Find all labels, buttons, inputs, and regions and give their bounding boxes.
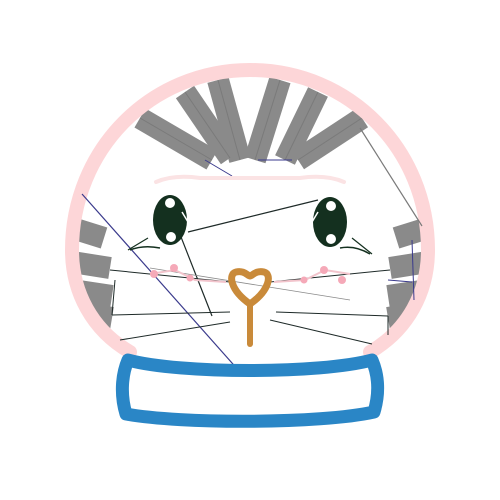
nose-and-mouth <box>228 268 272 347</box>
brow-line <box>154 174 346 184</box>
head-outline <box>64 62 436 359</box>
cheek-stitch-left <box>149 264 227 283</box>
collar <box>115 353 385 428</box>
right-eye-highlight-bottom <box>326 234 336 244</box>
right-eye <box>311 197 373 255</box>
cheek-stitch-right <box>273 266 351 284</box>
left-eye-highlight-top <box>165 198 175 208</box>
right-eye-highlight-top <box>326 201 336 211</box>
left-eye <box>127 195 189 251</box>
left-eye-highlight-bottom <box>166 232 176 242</box>
